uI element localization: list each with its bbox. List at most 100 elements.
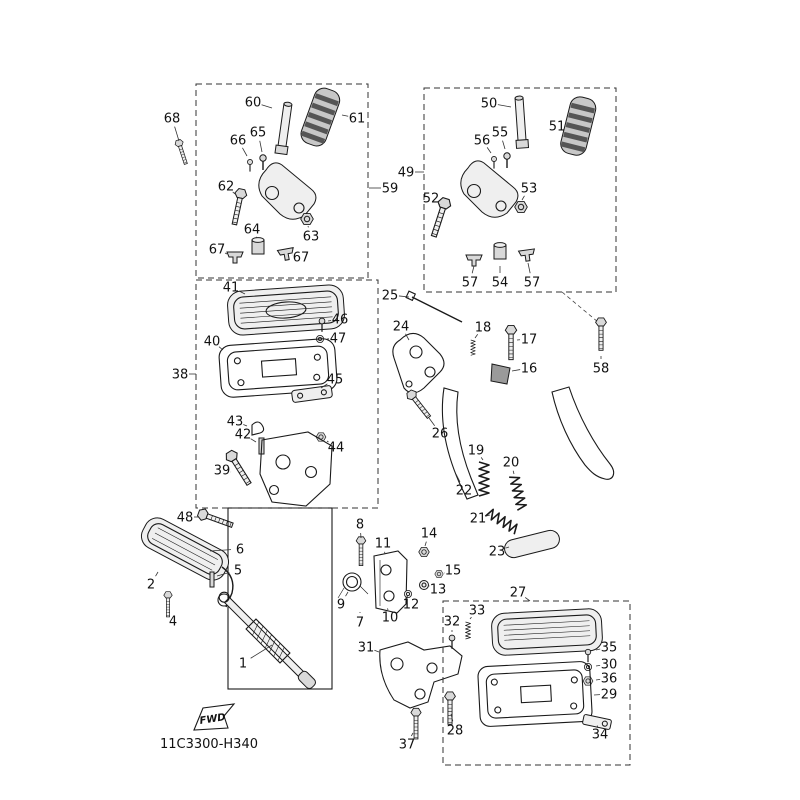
leader-line-20 (512, 470, 515, 475)
footrest-post-50 (514, 95, 530, 149)
link-bracket-drawing (337, 536, 444, 614)
part-label-65: 65 (250, 126, 267, 141)
part-label-45: 45 (327, 373, 344, 388)
part-label-60: 60 (245, 96, 262, 111)
leader-line-21 (486, 514, 491, 517)
brake-pedal-drawing (140, 507, 333, 690)
part-label-66: 66 (230, 134, 247, 149)
part-label-4: 4 (169, 615, 177, 630)
part-label-53: 53 (521, 182, 538, 197)
rubber-16-drawing (490, 363, 511, 385)
bracket-hole (424, 366, 436, 378)
leader-line-37 (410, 732, 414, 737)
pedal-pad-2 (140, 517, 230, 581)
part-label-26: 26 (432, 427, 449, 442)
footrest-bracket-right (460, 160, 519, 218)
damper-67-drawing (226, 251, 244, 264)
part-label-22: 22 (456, 484, 473, 499)
strip-34-drawing (582, 714, 612, 730)
part-label-27: 27 (510, 586, 527, 601)
leader-line-60 (261, 104, 273, 109)
bracket-hole (264, 185, 280, 201)
part-label-20: 20 (503, 456, 520, 471)
collar-54-drawing (493, 242, 507, 260)
damper-57-drawing (465, 254, 483, 267)
part-label-12: 12 (403, 598, 420, 613)
part-label-54: 54 (492, 276, 509, 291)
screw-58-drawing (595, 317, 607, 351)
leader-line-31 (374, 649, 380, 653)
spring-20-drawing (508, 473, 528, 511)
footrest-rubber-61 (300, 87, 341, 147)
leader-line-27 (524, 597, 531, 602)
bracket-hole (405, 380, 413, 388)
part-label-38: 38 (172, 368, 189, 383)
part-label-41: 41 (223, 281, 240, 296)
leader-line-1 (250, 644, 273, 659)
nut-53-drawing (514, 201, 528, 213)
fwd-label: FWD (199, 712, 227, 727)
leader-line-57 (527, 262, 531, 274)
bracket-10-11 (373, 550, 408, 614)
part-label-62: 62 (218, 180, 235, 195)
footrest-rubber-51 (560, 96, 597, 156)
screw-32-drawing (448, 634, 456, 650)
bolt-17-drawing (504, 324, 518, 361)
leader-line-44 (326, 440, 329, 443)
stand-leg-22 (441, 387, 479, 500)
screw-68-drawing (173, 138, 191, 166)
part-label-15: 15 (445, 564, 462, 579)
sidestand-leg (551, 386, 615, 480)
part-label-67: 67 (209, 243, 226, 258)
part-label-58: 58 (593, 362, 610, 377)
leader-line-56 (486, 147, 492, 154)
part-label-17: 17 (521, 333, 538, 348)
spring-19-drawing (478, 461, 490, 497)
part-label-61: 61 (349, 112, 366, 127)
bracket-hole (409, 345, 423, 359)
footrest-post-60 (274, 101, 293, 156)
damper-57-drawing (518, 248, 537, 263)
bolt-4-drawing (163, 591, 173, 618)
footboard-mat-rear (491, 608, 603, 656)
screw-55-drawing (503, 152, 511, 169)
part-label-33: 33 (469, 604, 486, 619)
leader-line-18 (474, 334, 479, 339)
leader-line-33 (469, 616, 472, 620)
leader-line-2 (155, 571, 159, 577)
group-box-59 (195, 83, 369, 279)
part-label-67: 67 (293, 251, 310, 266)
detail-connector-line (561, 291, 599, 323)
group-box-38 (195, 279, 379, 509)
stand-foot-23 (504, 529, 560, 559)
leader-line-62 (232, 191, 236, 195)
bracket-hole (304, 465, 318, 479)
spring-33-drawing (465, 621, 471, 640)
part-label-16: 16 (521, 362, 538, 377)
screw-65-drawing (259, 154, 267, 171)
bracket-hole (293, 202, 305, 214)
brake-rod-1 (218, 591, 316, 689)
fwd-marker: FWD (193, 703, 236, 731)
part-label-9: 9 (337, 598, 345, 613)
part-label-42: 42 (235, 428, 252, 443)
bracket-hole (380, 564, 392, 576)
part-label-10: 10 (382, 611, 399, 626)
leader-line-16 (511, 369, 521, 372)
part-label-51: 51 (549, 120, 566, 135)
part-label-18: 18 (475, 321, 492, 336)
screw-66-drawing (246, 158, 254, 173)
part-label-31: 31 (358, 641, 375, 656)
leader-line-30 (595, 664, 601, 667)
group-box-49 (423, 87, 617, 293)
part-label-47: 47 (330, 332, 347, 347)
mount-bracket-31 (379, 641, 463, 709)
leader-line-19 (480, 457, 484, 461)
screw-35-drawing (584, 648, 592, 663)
spring-21-drawing (484, 506, 521, 536)
bolt-26-drawing (404, 387, 434, 421)
leader-line-26 (428, 417, 436, 426)
stand-bracket-24 (392, 332, 445, 394)
torsion-spring-9-inner (345, 575, 359, 589)
